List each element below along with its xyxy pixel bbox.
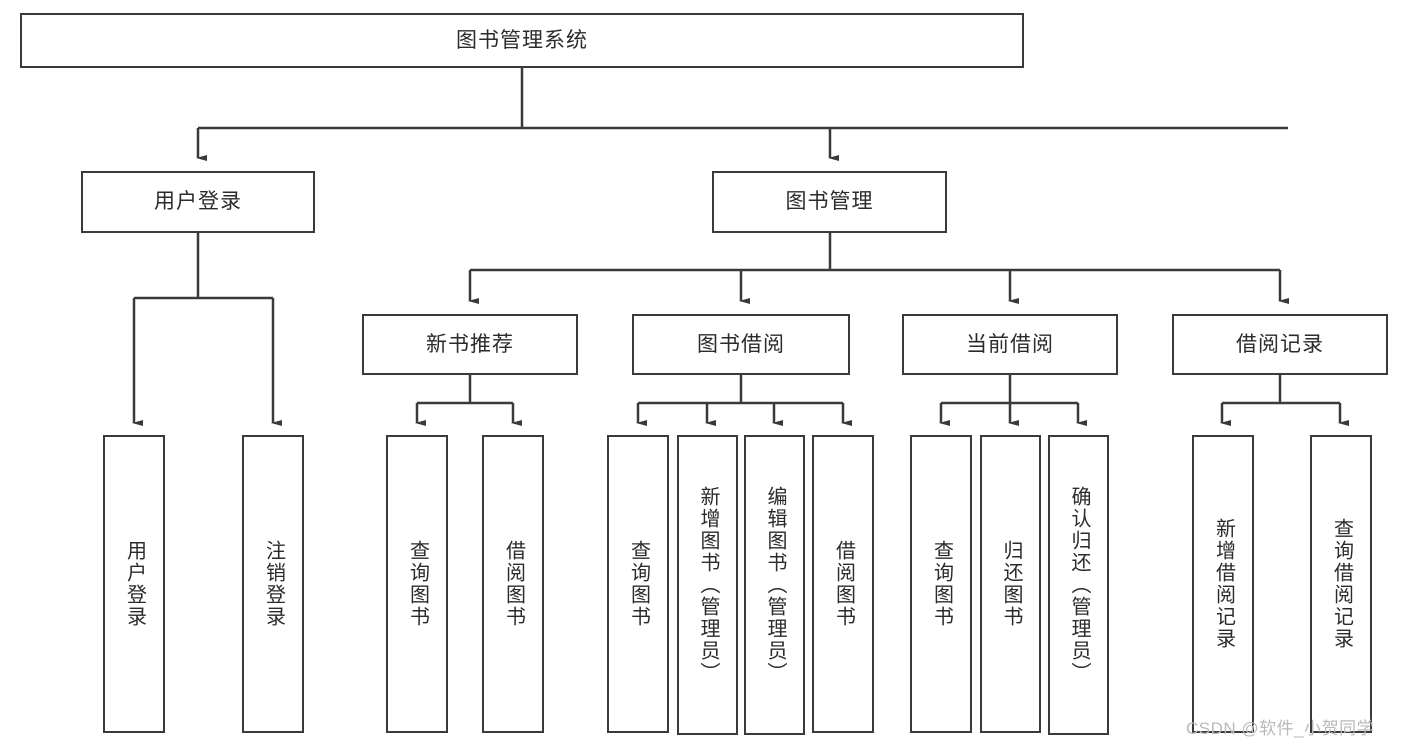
node-leaf-borrow-books[interactable]: 借阅图书 [812,435,874,733]
csdn-watermark: CSDN @软件_小贺同学 [1186,719,1375,738]
node-label: 图书管理 [785,190,874,214]
node-book-management[interactable]: 图书管理 [712,171,947,233]
node-label: 注销登录 [262,540,285,628]
node-label: 编辑图书（管理员） [764,486,786,684]
node-new-book-recommendation[interactable]: 新书推荐 [362,314,578,375]
node-label: 查询图书 [406,540,429,628]
node-label: 新书推荐 [426,332,514,356]
node-leaf-add-borrow-record[interactable]: 新增借阅记录 [1192,435,1254,733]
node-label: 查询图书 [930,540,953,628]
node-label: 确认归还（管理员） [1068,486,1090,684]
node-leaf-edit-book-admin[interactable]: 编辑图书（管理员） [744,435,805,735]
node-label: 查询借阅记录 [1330,518,1353,650]
node-label: 借阅记录 [1236,332,1324,356]
node-label: 借阅图书 [832,540,855,628]
node-label: 归还图书 [1000,540,1022,628]
node-leaf-logout[interactable]: 注销登录 [242,435,304,733]
node-leaf-query-books-current[interactable]: 查询图书 [910,435,972,733]
node-label: 新增借阅记录 [1212,518,1235,650]
node-label: 借阅图书 [502,540,525,628]
node-leaf-query-books-borrow[interactable]: 查询图书 [607,435,669,733]
node-leaf-user-login[interactable]: 用户登录 [103,435,165,733]
node-user-login[interactable]: 用户登录 [81,171,315,233]
node-leaf-return-books[interactable]: 归还图书 [980,435,1041,733]
node-borrowing-records[interactable]: 借阅记录 [1172,314,1388,375]
node-leaf-query-books-new[interactable]: 查询图书 [386,435,448,733]
node-leaf-confirm-return-admin[interactable]: 确认归还（管理员） [1048,435,1109,735]
node-label: 用户登录 [123,540,146,628]
node-label: 新增图书（管理员） [697,486,719,684]
node-label: 用户登录 [154,190,242,214]
node-leaf-query-borrow-record[interactable]: 查询借阅记录 [1310,435,1372,733]
node-leaf-add-book-admin[interactable]: 新增图书（管理员） [677,435,738,735]
node-book-borrowing[interactable]: 图书借阅 [632,314,850,375]
node-leaf-borrow-books-new[interactable]: 借阅图书 [482,435,544,733]
node-label: 查询图书 [627,540,650,628]
node-current-borrowing[interactable]: 当前借阅 [902,314,1118,375]
node-label: 图书借阅 [697,332,785,356]
node-label: 图书管理系统 [456,28,588,52]
node-label: 当前借阅 [966,332,1054,356]
node-root-book-management-system[interactable]: 图书管理系统 [20,13,1024,68]
